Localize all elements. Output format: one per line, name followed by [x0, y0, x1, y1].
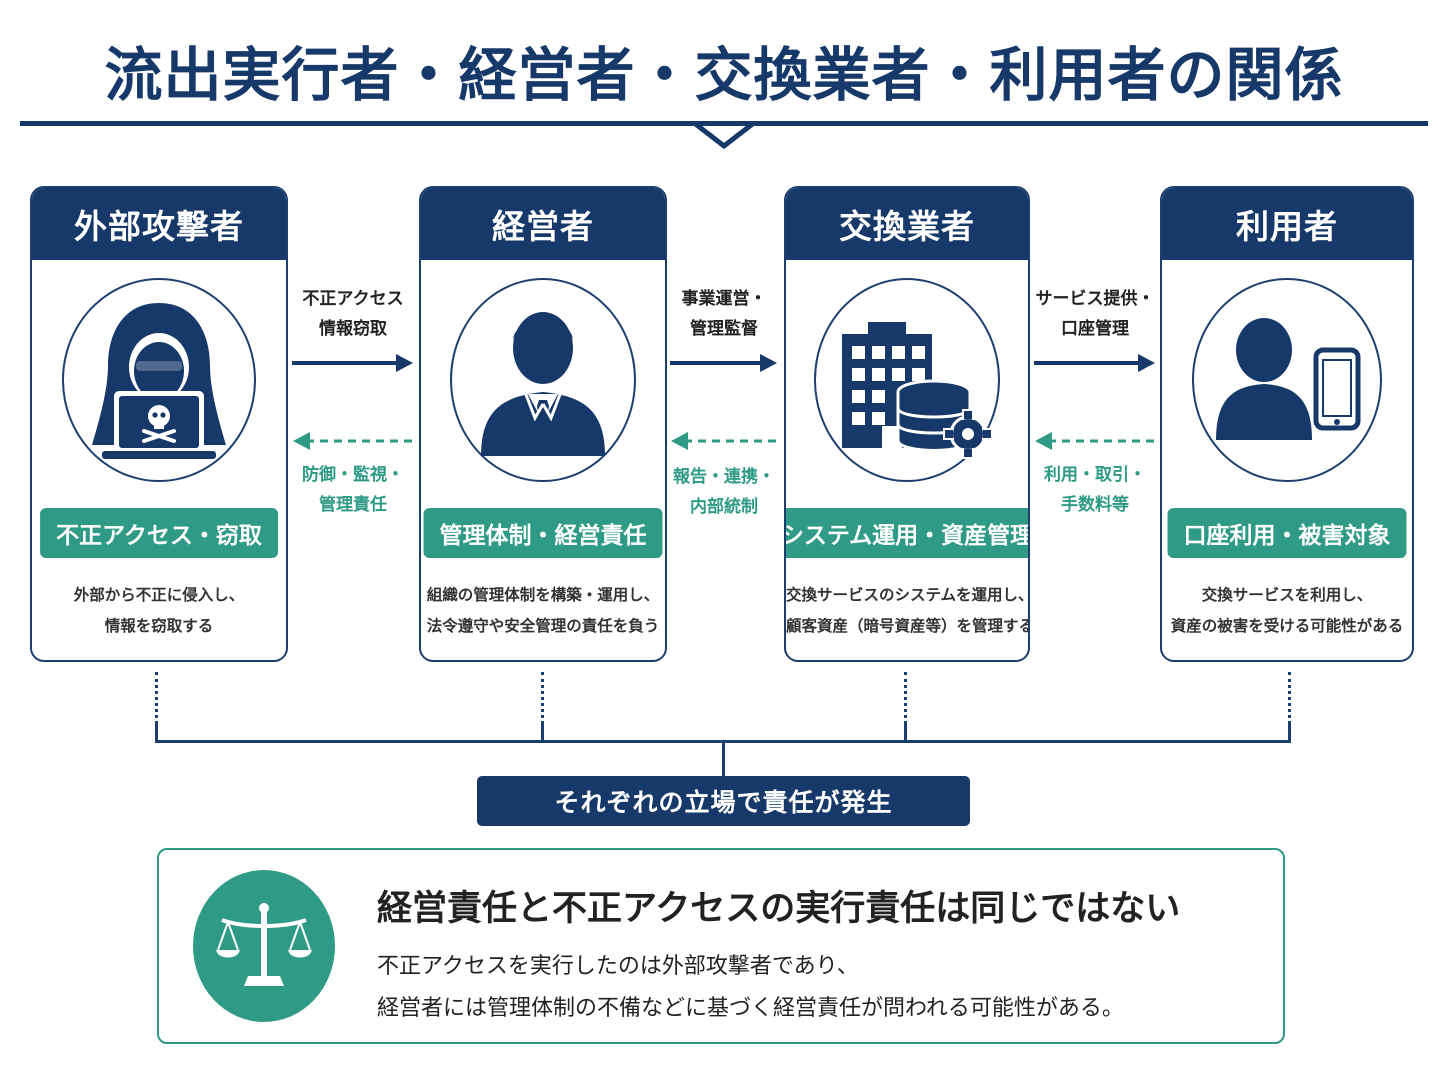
actor-description: 外部から不正に侵入し、 情報を窃取する [32, 580, 286, 642]
page-title: 流出実行者・経営者・交換業者・利用者の関係 [104, 41, 1344, 109]
flow-forward-label: 事業運営・ 管理監督 [668, 284, 780, 344]
actor-title: 経営者 [421, 188, 665, 260]
desc-line: 顧客資産（暗号資産等）を管理する [786, 617, 1030, 635]
backward-arrow [293, 432, 414, 450]
actor-description: 交換サービスのシステムを運用し、 顧客資産（暗号資産等）を管理する [786, 580, 1028, 642]
connector-stub [1288, 724, 1291, 742]
note-line: 経営者には管理体制の不備などに基づく経営責任が問われる可能性がある。 [377, 996, 1124, 1021]
desc-line: 組織の管理体制を構築・運用し、 [426, 586, 660, 604]
desc-line: 外部から不正に侵入し、 [73, 586, 245, 604]
hacker-icon [92, 303, 226, 459]
flow-text: 報告・連携・ [673, 467, 775, 487]
scales-icon [216, 903, 312, 986]
result-banner: それぞれの立場で責任が発生 [477, 776, 970, 826]
backward-arrow [1035, 432, 1156, 450]
actor-title: 外部攻撃者 [32, 188, 286, 260]
backward-arrow [671, 432, 778, 450]
actor-icon-frame [62, 278, 256, 482]
note-box: 経営責任と不正アクセスの実行責任は同じではない 不正アクセスを実行したのは外部攻… [157, 848, 1285, 1044]
connector-stub [541, 724, 544, 742]
note-line: 不正アクセスを実行したのは外部攻撃者であり、 [377, 954, 859, 979]
flow-text: 手数料等 [1061, 495, 1129, 515]
flow-forward-label: 不正アクセス 情報窃取 [290, 284, 416, 344]
flow-text: 管理責任 [319, 495, 387, 515]
flow-text: サービス提供・ [1035, 289, 1155, 309]
connector-trunk [722, 740, 725, 778]
flow-text: 内部統制 [690, 497, 758, 517]
connector-stub [904, 724, 907, 742]
actor-card-attacker: 外部攻撃者 不正アクセス・窃取 外部から不正に侵入し、 情報を窃取する [30, 186, 288, 662]
desc-line: 資産の被害を受ける可能性がある [1170, 617, 1404, 635]
actor-role-tag: 不正アクセス・窃取 [40, 508, 278, 558]
actor-card-exchange: 交換業者 [784, 186, 1030, 662]
actor-card-executive: 経営者 管理体制・経営責任 組織の管理体制を構築・運用し、 法令遵守や安全管理の… [419, 186, 667, 662]
actor-role-tag: システム運用・資産管理 [786, 508, 1028, 558]
actor-title: 交換業者 [786, 188, 1028, 260]
user-phone-icon [1216, 318, 1361, 440]
desc-line: 法令遵守や安全管理の責任を負う [426, 617, 660, 635]
desc-line: 交換サービスを利用し、 [1201, 586, 1373, 604]
flow-backward-label: 報告・連携・ 内部統制 [668, 462, 780, 522]
dotted-connector [155, 672, 158, 724]
actor-description: 組織の管理体制を構築・運用し、 法令遵守や安全管理の責任を負う [421, 580, 665, 642]
forward-arrow [292, 354, 413, 372]
note-title: 経営責任と不正アクセスの実行責任は同じではない [377, 889, 1181, 929]
title-divider [20, 121, 1428, 126]
dotted-connector [904, 672, 907, 724]
dotted-connector [541, 672, 544, 724]
flow-text: 情報窃取 [319, 319, 387, 339]
connector-stub [155, 724, 158, 742]
actor-role-tag: 口座利用・被害対象 [1167, 508, 1407, 558]
desc-line: 交換サービスのシステムを運用し、 [786, 586, 1030, 604]
flow-text: 不正アクセス [302, 289, 404, 309]
actor-icon-frame [1192, 278, 1382, 482]
desc-line: 情報を窃取する [104, 617, 214, 635]
title-notch [693, 121, 755, 149]
actor-role-tag: 管理体制・経営責任 [423, 508, 663, 558]
flow-text: 防御・監視・ [302, 465, 404, 485]
actor-icon-frame [450, 278, 636, 482]
flow-text: 管理監督 [690, 319, 758, 339]
flow-text: 利用・取引・ [1044, 465, 1146, 485]
note-icon-circle [193, 870, 335, 1022]
flow-text: 事業運営・ [681, 289, 767, 309]
flow-backward-label: 利用・取引・ 手数料等 [1032, 460, 1158, 520]
flow-backward-label: 防御・監視・ 管理責任 [290, 460, 416, 520]
actor-icon-frame [814, 278, 1000, 482]
actor-title: 利用者 [1162, 188, 1412, 260]
actor-description: 交換サービスを利用し、 資産の被害を受ける可能性がある [1162, 580, 1412, 642]
exchange-building-icon [842, 322, 992, 459]
flow-text: 口座管理 [1061, 319, 1129, 339]
flow-forward-label: サービス提供・ 口座管理 [1032, 284, 1158, 344]
dotted-connector [1288, 672, 1291, 724]
actor-card-user: 利用者 口座利用・被害対象 交換サービスを利用し、 資産の被害を受ける可能性があ… [1160, 186, 1414, 662]
note-body: 不正アクセスを実行したのは外部攻撃者であり、 経営者には管理体制の不備などに基づ… [377, 946, 1124, 1030]
forward-arrow [670, 354, 777, 372]
forward-arrow [1034, 354, 1155, 372]
executive-icon [481, 312, 605, 456]
